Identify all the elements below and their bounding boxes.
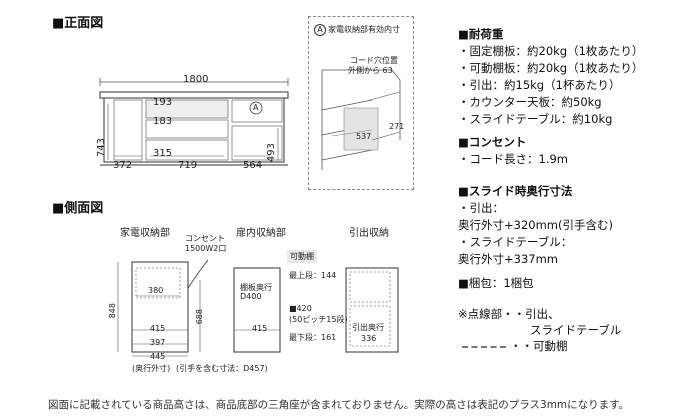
depth-note-2: (引手を含む寸法：D457) — [176, 364, 268, 373]
packing: ■梱包：1梱包 — [458, 276, 534, 290]
legend-dash-line — [462, 346, 506, 348]
load-item: ・スライドテーブル：約10kg — [458, 112, 613, 126]
load-item: ・カウンター天板：約50kg — [458, 95, 602, 109]
dim-total-width: 1800 — [183, 74, 209, 85]
mid-420: ■420 — [289, 304, 312, 313]
slide-section: ■スライド時奥行寸法 ・引出： 奥行外寸+320mm(引手含む) ・スライドテー… — [458, 183, 613, 268]
dim-688: 688 — [195, 309, 204, 325]
dim-336: 336 — [361, 334, 377, 343]
load-item: ・固定棚板：約20kg（1枚あたり） — [458, 44, 644, 58]
marker-a: A — [253, 103, 259, 112]
side-col-drawer: 引出収納 — [349, 228, 389, 239]
outlet-label-1: コンセント — [185, 234, 225, 243]
legend-dotted-2: スライドテーブル — [530, 323, 622, 337]
dim-537: 537 — [356, 132, 372, 141]
outlet-head: ■コンセント — [458, 135, 527, 149]
front-view-title: ■正面図 — [52, 16, 104, 31]
side-col-appliance: 家電収納部 — [120, 228, 170, 239]
dim-848: 848 — [108, 303, 117, 319]
front-view-drawing — [99, 78, 289, 166]
dim-415-appliance: 415 — [150, 324, 166, 333]
legend-dotted: ※点線部・・引出、 — [458, 307, 560, 321]
slide-head: ■スライド時奥行寸法 — [458, 184, 573, 198]
outlet-label-2: 1500W2口 — [185, 244, 227, 253]
specs-panel: ■耐荷重 ・固定棚板：約20kg（1枚あたり） ・可動棚板：約20kg（1枚あた… — [458, 26, 643, 128]
pitch-note: (50ピッチ15段) — [289, 315, 348, 324]
slide-item: 奥行外寸+320mm(引手含む) — [458, 218, 613, 232]
detail-box — [308, 16, 414, 190]
dim-564: 564 — [243, 160, 263, 171]
top-step: 最上段：144 — [289, 271, 337, 280]
dim-315: 315 — [153, 148, 173, 159]
dim-183: 183 — [153, 116, 173, 127]
bottom-step: 最下段：161 — [289, 333, 337, 342]
load-item: ・引出：約15kg（1杯あたり） — [458, 78, 621, 92]
dim-372: 372 — [113, 160, 133, 171]
side-view-drawing — [117, 259, 399, 357]
dim-height-left: 743 — [96, 138, 107, 158]
legend-movable: ・・可動棚 — [510, 339, 568, 353]
slide-item: ・スライドテーブル： — [458, 235, 573, 249]
depth-note: (奥行外寸) — [132, 364, 171, 373]
detail-note-2: 外側から 63 — [348, 66, 393, 75]
movable-shelf-tag: 可動棚 — [287, 250, 317, 263]
dim-271: 271 — [389, 122, 405, 131]
dim-193: 193 — [153, 97, 173, 108]
drawer-depth-label: 引出奥行 — [352, 323, 384, 332]
dim-397: 397 — [150, 338, 166, 347]
footnote: 図面に記載されている商品高さは、商品底部の三角座が含まれておりません。実際の高さ… — [48, 399, 630, 411]
slide-item: 奥行外寸+337mm — [458, 252, 558, 266]
dim-380: 380 — [148, 286, 164, 295]
dim-719: 719 — [178, 160, 198, 171]
dim-445: 445 — [150, 352, 166, 361]
shelf-depth-label: 棚板奥行 — [240, 283, 272, 292]
detail-box-drawing — [321, 69, 401, 170]
outlet-section: ■コンセント ・コード長さ：1.9m — [458, 134, 568, 168]
outlet-cord-length: ・コード長さ：1.9m — [458, 152, 568, 166]
shelf-depth-value: D400 — [240, 292, 262, 301]
load-head: ■耐荷重 — [458, 27, 504, 41]
load-item: ・可動棚板：約20kg（1枚あたり） — [458, 61, 644, 75]
slide-item: ・引出： — [458, 201, 504, 215]
detail-box-heading: 家電収納部有効内寸 — [328, 25, 400, 34]
side-view-title: ■側面図 — [52, 201, 104, 216]
detail-note-1: コード穴位置 — [350, 56, 398, 65]
side-col-door: 扉内収納部 — [236, 228, 286, 239]
detail-box-marker: A — [314, 24, 326, 36]
dim-415-door: 415 — [252, 324, 268, 333]
dim-height-right: 493 — [266, 143, 277, 163]
